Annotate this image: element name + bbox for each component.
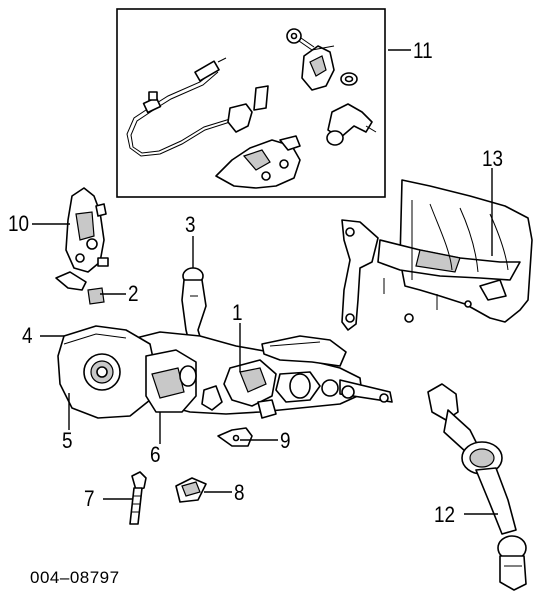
part-2-lock-cylinder-clip <box>55 271 105 305</box>
callout-8: 8 <box>234 480 245 505</box>
callout-13: 13 <box>482 146 504 171</box>
callout-10: 10 <box>8 211 30 236</box>
callout-12: 12 <box>434 502 456 527</box>
part-6-multifunction-switch <box>145 349 197 413</box>
part-4-steering-wheel-hub <box>57 325 157 419</box>
callout-2: 2 <box>128 281 139 306</box>
callout-9: 9 <box>280 428 291 453</box>
part-12-intermediate-shaft <box>427 383 527 591</box>
callout-leader-lines <box>32 49 498 515</box>
callout-3: 3 <box>185 212 196 237</box>
part-13-mounting-bracket <box>341 179 533 331</box>
callout-1: 1 <box>232 300 243 325</box>
part-10-ignition-switch <box>65 187 109 273</box>
part-8-switch-pad <box>175 477 207 503</box>
callout-4: 4 <box>22 323 33 348</box>
callout-5: 5 <box>62 428 73 453</box>
part-11-inset-box <box>116 8 386 198</box>
part-7-bolt <box>129 471 147 525</box>
part-9-retaining-clip <box>217 427 253 447</box>
part-11-cable-and-sensors <box>126 28 377 189</box>
callout-11: 11 <box>413 38 433 63</box>
callout-6: 6 <box>150 442 161 467</box>
part-1-steering-column-assembly <box>127 331 393 419</box>
diagram-reference-number: 004–08797 <box>30 568 120 587</box>
callout-7: 7 <box>84 486 95 511</box>
